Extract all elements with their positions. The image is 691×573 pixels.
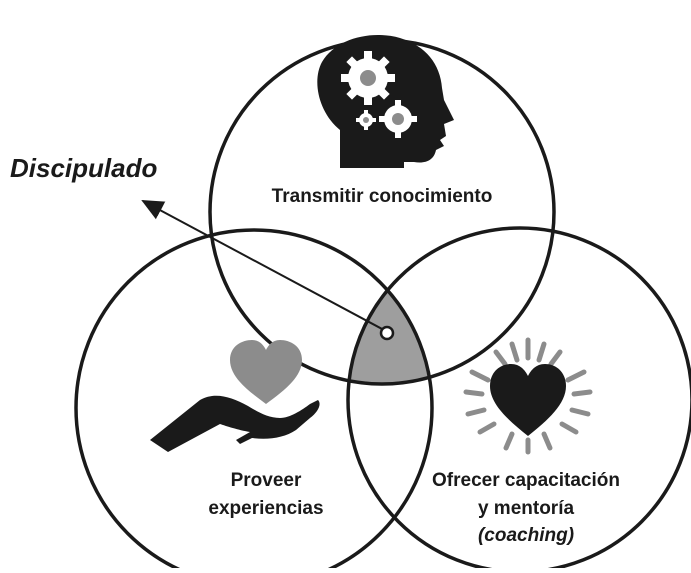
callout-arrow	[141, 200, 385, 331]
circle-right-label-line1: Ofrecer capacitación	[432, 470, 620, 491]
circle-left-label-line1: Proveer	[231, 470, 302, 491]
circle-left-label-line2: experiencias	[208, 498, 323, 519]
intersection-marker	[379, 325, 395, 341]
callout-label: Discipulado	[10, 153, 157, 183]
head-with-gears-icon	[317, 35, 454, 168]
circle-left	[74, 228, 434, 573]
hand-holding-heart-icon	[150, 340, 320, 452]
radiant-heart-icon	[463, 337, 593, 455]
circle-top-label: Transmitir conocimiento	[272, 186, 493, 207]
circle-right-label-line3: (coaching)	[478, 525, 574, 546]
circle-right-label-line2: y mentoría	[478, 498, 575, 519]
